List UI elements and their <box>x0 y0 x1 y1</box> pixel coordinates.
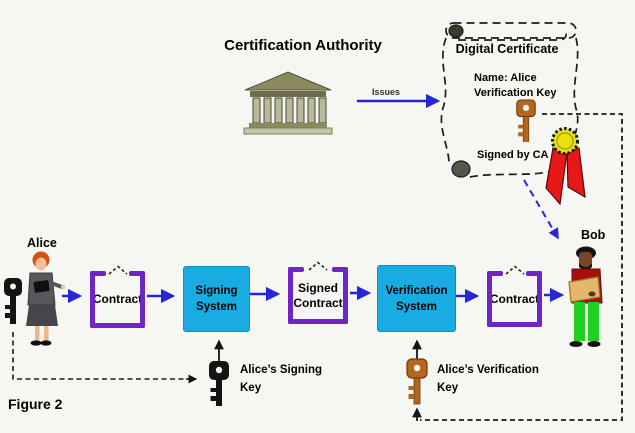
contract-output-label: Contract <box>489 291 540 306</box>
certificate-name-text: Name: Alice Verification Key <box>474 71 557 100</box>
signing-key-path <box>12 332 198 384</box>
verification-system-line2: System <box>396 300 437 313</box>
signed-contract-label: Signed Contract <box>293 280 343 310</box>
signed-contract-frame: Signed Contract <box>288 261 348 324</box>
alice-label: Alice <box>27 236 57 250</box>
signed-by-ca-label: Signed by CA <box>477 149 549 161</box>
flow-arrows <box>62 285 565 304</box>
signing-system-line1: Signing <box>195 285 238 297</box>
alice-key-icon <box>4 278 22 324</box>
certificate-name-line2: Verification Key <box>474 86 557 99</box>
ca-seal-ribbon-icon <box>545 127 586 206</box>
certificate-title: Digital Certificate <box>455 42 559 56</box>
contract-input-label: Contract <box>92 292 143 306</box>
signing-system-box: Signing System <box>183 266 250 332</box>
verification-key-distribution-path <box>412 113 623 421</box>
clip-mark-icon <box>504 262 526 280</box>
digital-certificate-scroll <box>440 22 579 178</box>
certificate-key-icon <box>516 99 536 142</box>
verification-system-line1: Verification <box>385 284 448 297</box>
verification-system-box: Verification System <box>377 265 456 332</box>
bob-label: Bob <box>581 228 606 242</box>
signing-key-label: Alice’s Signing Key <box>240 364 323 394</box>
clip-mark-icon <box>307 258 329 276</box>
certificate-name-line1: Name: Alice <box>474 72 537 84</box>
signing-key-icon <box>209 361 229 406</box>
clip-mark-icon <box>107 262 129 280</box>
contract-input-frame: Contract <box>90 265 145 328</box>
alice-figure <box>26 251 66 346</box>
issues-label: Issues <box>372 87 401 97</box>
verification-key-label: Alice’s Verification Key <box>437 364 539 394</box>
contract-output-frame: Contract <box>487 265 542 327</box>
certification-authority-building-icon <box>243 71 333 135</box>
certification-authority-title: Certification Authority <box>224 37 382 54</box>
bob-figure <box>568 246 603 347</box>
signing-system-line2: System <box>196 301 237 313</box>
figure-caption: Figure 2 <box>8 396 63 412</box>
verification-key-icon <box>406 358 428 405</box>
